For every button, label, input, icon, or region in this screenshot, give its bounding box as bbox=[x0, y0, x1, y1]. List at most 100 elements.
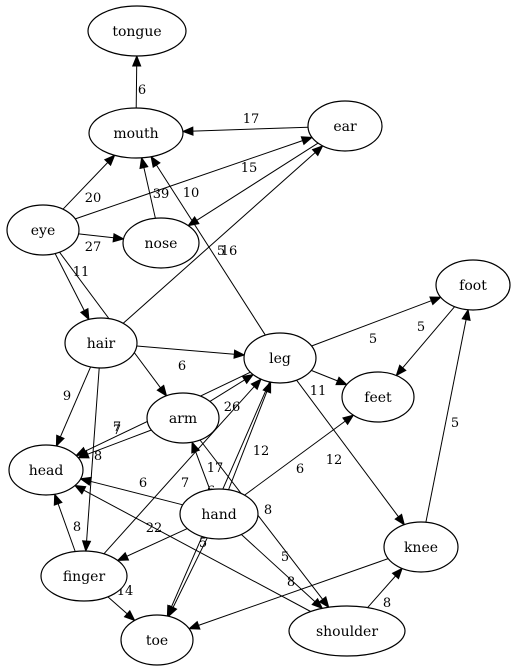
edge-line bbox=[241, 534, 316, 602]
arrowhead bbox=[241, 373, 255, 385]
edge-line bbox=[156, 164, 266, 336]
edge-line bbox=[425, 319, 467, 523]
edge-weight-label: 5 bbox=[369, 332, 377, 347]
edge-ear-nose: 5 bbox=[187, 142, 319, 259]
node-finger[interactable]: finger bbox=[40, 550, 128, 602]
edge-hand-leg: 12 bbox=[228, 380, 272, 490]
node-hair[interactable]: hair bbox=[64, 317, 138, 369]
edge-weight-label: 5 bbox=[451, 416, 459, 431]
arrowhead bbox=[300, 136, 314, 146]
node-foot[interactable]: foot bbox=[435, 259, 511, 311]
node-label: tongue bbox=[112, 24, 161, 40]
node-ellipse bbox=[8, 444, 84, 496]
edge-line bbox=[90, 480, 183, 506]
edge-line bbox=[78, 233, 114, 239]
arrowhead bbox=[233, 349, 246, 359]
edge-weight-label: 22 bbox=[146, 521, 163, 536]
edge-foot-feet: 5 bbox=[395, 306, 455, 377]
node-label: shoulder bbox=[316, 624, 378, 640]
edge-weight-label: 6 bbox=[296, 462, 304, 477]
node-label: toe bbox=[146, 633, 168, 649]
edge-weight-label: 39 bbox=[153, 187, 170, 202]
arrowhead bbox=[395, 364, 407, 377]
node-ellipse bbox=[307, 100, 383, 152]
arrowhead bbox=[461, 308, 471, 322]
node-hand[interactable]: hand bbox=[179, 488, 259, 540]
node-label: mouth bbox=[113, 126, 158, 142]
arrowhead bbox=[429, 296, 442, 306]
edge-finger-leg: 7 bbox=[103, 378, 262, 555]
edge-line bbox=[54, 253, 85, 311]
node-toe[interactable]: toe bbox=[120, 614, 194, 666]
node-arm[interactable]: arm bbox=[146, 392, 220, 444]
edge-line bbox=[86, 367, 100, 542]
node-shoulder[interactable]: shoulder bbox=[288, 605, 406, 657]
edge-weight-label: 10 bbox=[183, 186, 200, 201]
arrowhead bbox=[156, 384, 168, 397]
edge-line bbox=[122, 152, 316, 324]
node-feet[interactable]: feet bbox=[341, 371, 415, 423]
edge-leg-mouth: 10 bbox=[150, 155, 266, 336]
node-mouth[interactable]: mouth bbox=[88, 107, 184, 159]
edge-line bbox=[62, 162, 109, 210]
edge-mouth-tongue: 6 bbox=[131, 54, 146, 109]
edge-ear-mouth: 17 bbox=[181, 112, 309, 136]
node-knee[interactable]: knee bbox=[383, 521, 459, 573]
arrowhead bbox=[394, 513, 406, 526]
edge-weight-label: 8 bbox=[94, 449, 102, 464]
node-ellipse bbox=[341, 371, 415, 423]
edge-leg-foot: 5 bbox=[311, 296, 442, 347]
arrowhead bbox=[79, 307, 90, 321]
arrowhead bbox=[311, 144, 324, 157]
node-ellipse bbox=[6, 204, 80, 256]
edge-weight-label: 6 bbox=[178, 359, 186, 374]
node-tongue[interactable]: tongue bbox=[87, 5, 187, 57]
node-label: finger bbox=[63, 569, 106, 585]
arrowhead bbox=[73, 484, 87, 495]
arrowhead bbox=[123, 609, 136, 622]
node-label: hair bbox=[87, 336, 116, 352]
node-leg[interactable]: leg bbox=[243, 332, 317, 384]
edge-weight-label: 9 bbox=[63, 389, 71, 404]
edge-shoulder-knee: 8 bbox=[367, 567, 403, 611]
node-eye[interactable]: eye bbox=[6, 204, 80, 256]
node-ellipse bbox=[120, 614, 194, 666]
edge-weight-label: 5 bbox=[417, 320, 425, 335]
node-ellipse bbox=[122, 217, 200, 269]
arrowhead bbox=[187, 216, 200, 227]
arrowhead bbox=[342, 414, 355, 426]
edge-line bbox=[198, 558, 389, 626]
edge-weight-label: 12 bbox=[253, 444, 270, 459]
node-label: knee bbox=[404, 540, 438, 556]
arrowhead bbox=[112, 233, 125, 243]
edge-line bbox=[103, 386, 255, 555]
arrowhead bbox=[55, 434, 65, 448]
edge-line bbox=[209, 379, 245, 402]
node-nose[interactable]: nose bbox=[122, 217, 200, 269]
edge-weight-label: 8 bbox=[287, 575, 295, 590]
edge-weight-label: 6 bbox=[139, 476, 147, 491]
edge-line bbox=[228, 391, 268, 490]
node-ellipse bbox=[383, 521, 459, 573]
edge-knee-toe: 8 bbox=[94, 449, 389, 630]
edge-weight-label: 11 bbox=[310, 384, 327, 399]
edge-line bbox=[367, 575, 396, 608]
edge-weight-label: 17 bbox=[207, 461, 224, 476]
arrowhead bbox=[150, 155, 161, 169]
edge-line bbox=[126, 528, 188, 557]
edge-hair-ear: 16 bbox=[122, 144, 324, 324]
edge-line bbox=[75, 140, 303, 220]
arrowhead bbox=[139, 156, 149, 170]
node-head[interactable]: head bbox=[8, 444, 84, 496]
edge-line bbox=[172, 537, 208, 608]
node-ear[interactable]: ear bbox=[307, 100, 383, 152]
edge-weight-label: 8 bbox=[383, 596, 391, 611]
edge-eye-nose: 27 bbox=[78, 233, 125, 255]
node-ellipse bbox=[64, 317, 138, 369]
arrowhead bbox=[391, 567, 403, 580]
edge-hair-head: 9 bbox=[55, 366, 92, 448]
edge-eye-ear: 15 bbox=[75, 136, 314, 220]
arrowhead bbox=[116, 551, 130, 562]
arrowhead bbox=[250, 378, 262, 391]
